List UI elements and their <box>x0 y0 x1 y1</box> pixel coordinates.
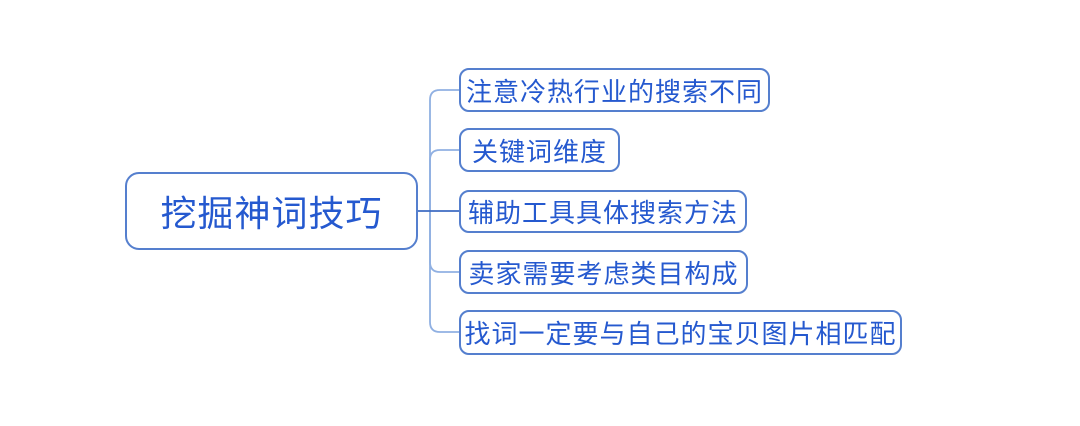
branch-node-category-structure[interactable]: 卖家需要考虑类目构成 <box>459 250 748 294</box>
connector-branch-5 <box>429 210 460 333</box>
connector-branch-2 <box>429 149 460 212</box>
branch-node-match-product-image[interactable]: 找词一定要与自己的宝贝图片相匹配 <box>459 310 902 355</box>
branch-node-keyword-dimension[interactable]: 关键词维度 <box>459 128 620 172</box>
branch-node-cold-hot-industry[interactable]: 注意冷热行业的搜索不同 <box>459 68 770 112</box>
branch-node-auxiliary-tools[interactable]: 辅助工具具体搜索方法 <box>459 190 747 233</box>
root-node[interactable]: 挖掘神词技巧 <box>125 172 418 250</box>
connector-branch-1 <box>429 89 460 212</box>
connector-branch-4 <box>429 210 460 273</box>
